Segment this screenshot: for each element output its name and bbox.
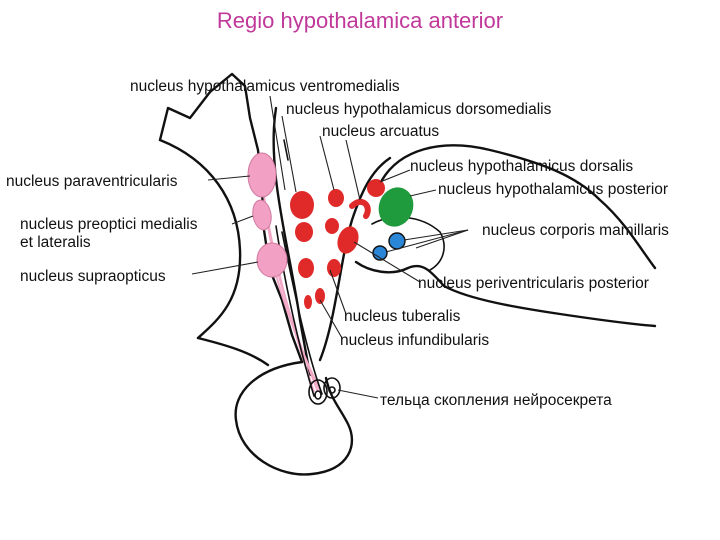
posterior-nucleus [378, 187, 414, 227]
label-tuberalis: nucleus tuberalis [344, 308, 461, 325]
leader-posterior [409, 189, 437, 197]
leader-mamillaris-3 [415, 229, 469, 249]
leader-dorsomedialis [281, 115, 297, 193]
leader-neurosecretion [337, 389, 379, 399]
label-preoptici-line1: nucleus preoptici medialis [20, 216, 198, 233]
leader-mamillaris-1 [403, 229, 469, 241]
infundibulum-outline [196, 336, 270, 367]
leader-dorsalis [379, 169, 411, 183]
mamillary-nucleus-1 [388, 232, 406, 250]
leader-arcuatus [319, 135, 335, 191]
diagram-title: Regio hypothalamica anterior [216, 8, 504, 33]
leader-periventricularis [353, 241, 421, 283]
ventricle-tick [283, 139, 289, 161]
anterior-lobe-outline [158, 138, 242, 340]
paraventricular-nucleus [247, 152, 277, 198]
neurosecretion-body-3 [314, 390, 322, 400]
leader-ventromedialis [269, 95, 286, 191]
label-paraventricularis: nucleus paraventricularis [6, 173, 178, 190]
leader-infundibularis [319, 299, 343, 339]
red-nucleus-5 [325, 218, 339, 234]
leader-preoptici [231, 215, 254, 225]
neurosecretion-body-4 [328, 386, 336, 394]
red-nucleus-1 [290, 191, 314, 219]
preoptic-nucleus [252, 199, 272, 231]
red-nucleus-4 [328, 189, 344, 207]
red-nucleus-3 [298, 258, 314, 278]
leader-supraopticus [191, 261, 259, 275]
red-nucleus-2 [295, 222, 313, 242]
neurosecretion-body-1 [308, 379, 328, 405]
red-nucleus-8 [327, 259, 341, 277]
leader-arcuatus-2 [345, 139, 361, 201]
labels: nucleus hypothalamicus ventromedialis nu… [6, 78, 669, 409]
label-dorsalis: nucleus hypothalamicus dorsalis [410, 158, 633, 175]
nuclei [247, 152, 414, 309]
label-mamillaris: nucleus corporis mamillaris [482, 222, 669, 239]
tract-outline-2 [281, 231, 323, 395]
leader-lines [191, 95, 469, 399]
label-neurosecretion: тельца скопления нейросекрета [380, 392, 612, 409]
mamillary-curve [371, 216, 445, 271]
leader-tuberalis [329, 269, 347, 315]
red-nucleus-6 [367, 179, 385, 197]
label-supraopticus: nucleus supraopticus [20, 268, 166, 285]
label-ventromedialis: nucleus hypothalamicus ventromedialis [130, 78, 400, 95]
lower-contour [354, 260, 657, 328]
pituitary-outline [234, 360, 354, 476]
red-nucleus-10 [304, 295, 312, 309]
anterior-wall-outline [158, 72, 304, 364]
leader-mamillaris-2 [385, 229, 469, 253]
label-preoptici-line2: et lateralis [20, 234, 91, 251]
neurosecretion-body-2 [323, 377, 341, 399]
label-infundibularis: nucleus infundibularis [340, 332, 489, 349]
label-periventricularis: nucleus periventricularis posterior [418, 275, 649, 292]
label-dorsomedialis: nucleus hypothalamicus dorsomedialis [286, 101, 552, 118]
label-arcuatus: nucleus arcuatus [322, 123, 439, 140]
red-nucleus-7 [337, 226, 359, 254]
supraoptic-nucleus [256, 242, 288, 278]
neurosecretion-bodies [308, 377, 341, 405]
label-posterior: nucleus hypothalamicus posterior [438, 181, 668, 198]
leader-paraventricularis [207, 175, 251, 181]
upper-contour [380, 144, 657, 270]
red-arcuate-nucleus [349, 198, 371, 219]
red-nucleus-9 [315, 288, 325, 304]
